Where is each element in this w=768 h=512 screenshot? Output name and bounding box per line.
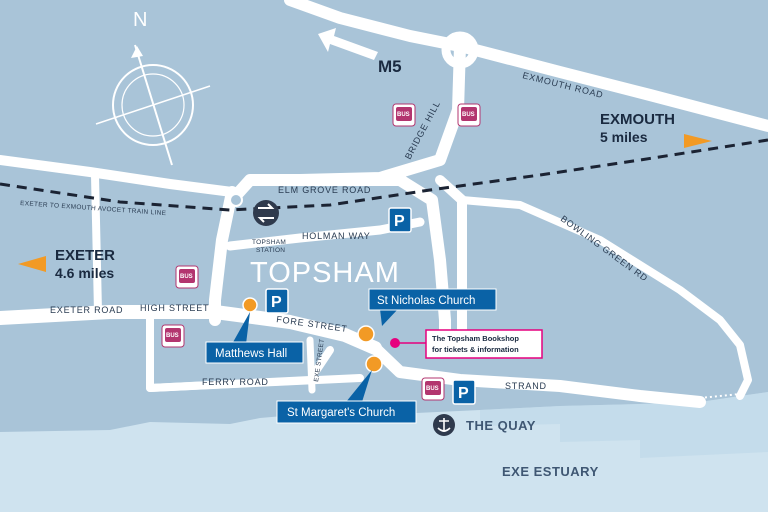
bus-stop-icon: BUS	[457, 103, 481, 127]
bus-stop-icon: BUS	[161, 324, 185, 348]
parking-icon: P	[452, 379, 476, 405]
road-label-bowling-green-rd: BOWLING GREEN RD	[559, 214, 650, 284]
svg-text:St Margaret's Church: St Margaret's Church	[287, 407, 395, 419]
parking-icon: P	[265, 288, 289, 314]
estuary-label: EXE ESTUARY	[502, 464, 599, 479]
parking-icon: P	[388, 207, 412, 233]
bookshop-box[interactable]: The Topsham Bookshop for tickets & infor…	[425, 329, 543, 359]
svg-text:P: P	[458, 385, 469, 402]
exmouth-arrow-icon	[684, 134, 712, 148]
road-label-elm-grove-road: ELM GROVE ROAD	[278, 185, 371, 195]
bus-stop-icon: BUS	[392, 103, 416, 127]
station-marker	[229, 193, 243, 207]
path-dotted	[639, 393, 741, 400]
exeter-arrow-icon	[18, 256, 46, 272]
st-nicholas-callout[interactable]: St Nicholas Church	[368, 288, 497, 326]
svg-text:The Topsham Bookshop: The Topsham Bookshop	[432, 334, 519, 343]
svg-text:BUS: BUS	[180, 274, 193, 280]
exmouth-distance: 5 miles	[600, 129, 648, 145]
station-icon	[253, 200, 279, 226]
road-label-ferry-road: FERRY ROAD	[202, 377, 269, 387]
svg-text:BUS: BUS	[166, 333, 179, 339]
town-label: TOPSHAM	[250, 257, 400, 289]
matthews-hall-callout[interactable]: Matthews Hall	[205, 312, 304, 364]
exeter-label: EXETER	[55, 247, 115, 264]
station-label-line1: TOPSHAM	[252, 239, 286, 246]
road-label-exeter-road: EXETER ROAD	[50, 305, 123, 315]
exmouth-label: EXMOUTH	[600, 111, 675, 128]
compass	[95, 44, 211, 166]
quay-edge	[395, 392, 768, 458]
road-label-strand: STRAND	[505, 381, 547, 391]
compass-north-label: N	[133, 9, 147, 31]
st-margarets-callout[interactable]: St Margaret's Church	[276, 370, 417, 424]
svg-text:P: P	[271, 294, 282, 311]
train-line	[0, 138, 768, 212]
station-label-line2: STATION	[256, 247, 285, 254]
svg-text:BUS: BUS	[397, 112, 410, 118]
m5-arrow-icon	[318, 28, 378, 60]
svg-text:BUS: BUS	[426, 386, 439, 392]
quay-label: THE QUAY	[466, 418, 536, 433]
matthews-hall-marker[interactable]	[242, 297, 258, 313]
bus-stop-icon: BUS	[175, 265, 199, 289]
anchor-icon	[433, 414, 455, 436]
st-margarets-marker[interactable]	[365, 355, 383, 373]
bus-stop-icon: BUS	[421, 377, 445, 401]
svg-text:St Nicholas Church: St Nicholas Church	[377, 295, 475, 307]
svg-text:for tickets & information: for tickets & information	[432, 345, 519, 354]
svg-text:BUS: BUS	[462, 112, 475, 118]
m5-label: M5	[378, 57, 402, 76]
svg-text:Matthews Hall: Matthews Hall	[215, 348, 287, 360]
exeter-distance: 4.6 miles	[55, 265, 114, 281]
road-label-holman-way: HOLMAN WAY	[302, 231, 371, 241]
road-label-high-street: HIGH STREET	[140, 303, 209, 313]
svg-text:P: P	[394, 213, 405, 230]
st-nicholas-marker[interactable]	[357, 325, 375, 343]
